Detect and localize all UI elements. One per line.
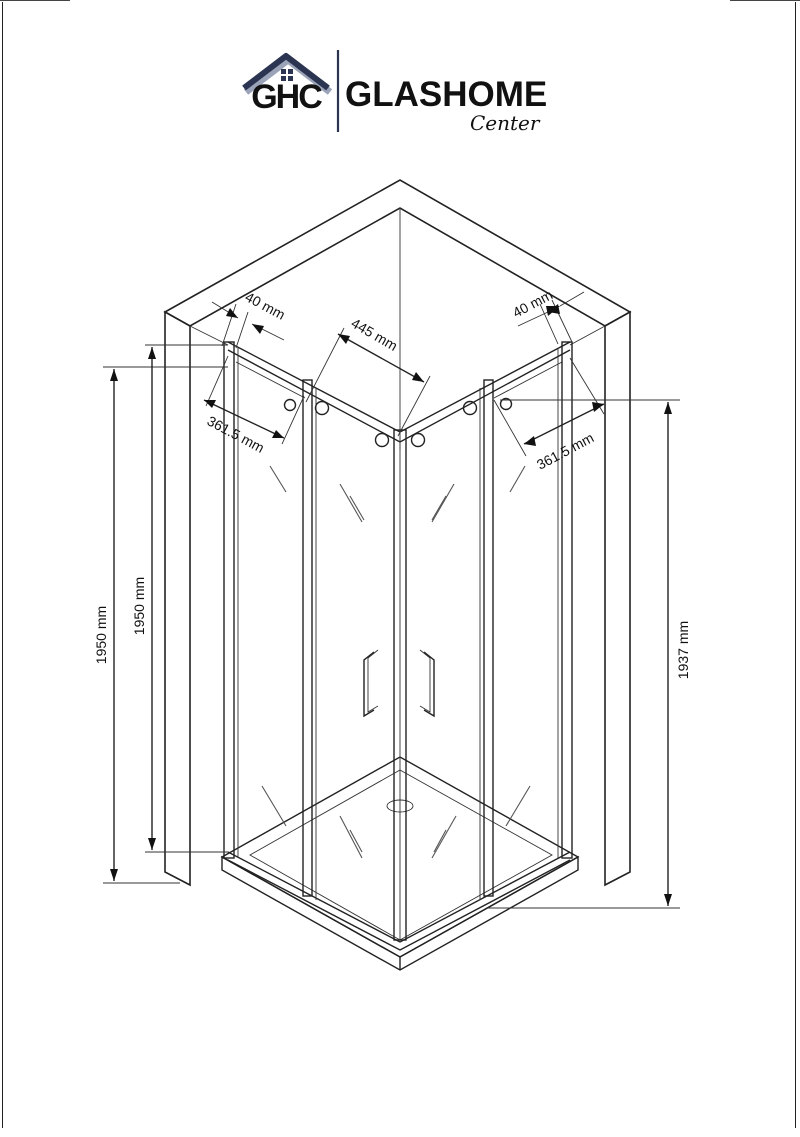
dim-fixed-right: 361.5 mm [534,429,596,472]
brand-monogram: GHC [251,78,322,116]
shower-enclosure [223,341,573,951]
glass-reflections [261,465,531,859]
door-handles [363,649,435,718]
brand-tagline: Center [470,111,541,135]
brand-name: GLASHOME [345,75,547,114]
dim-height-total: 1937 mm [675,621,691,679]
corner-rule-right [730,0,800,1]
corner-rule-left [0,0,70,1]
dim-height-inner: 1950 mm [131,577,147,635]
dim-wall-left: 40 mm [243,289,288,323]
house-roof-icon [242,53,333,95]
dim-door-width: 445 mm [349,315,401,354]
dimension-lines [103,291,680,909]
door-rollers [283,397,513,448]
brand-logo: GHC GLASHOME Center [242,50,547,135]
dim-height-outer: 1950 mm [93,606,109,664]
dim-fixed-left: 361.5 mm [205,413,267,456]
corner-walls [163,179,632,887]
